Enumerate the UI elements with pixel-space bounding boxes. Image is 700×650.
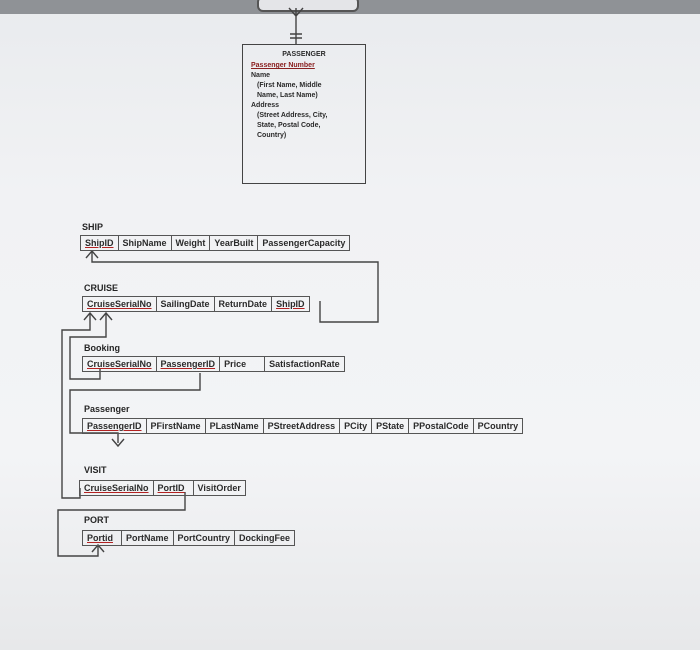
port-col: PortName [122, 531, 174, 545]
booking-col: CruiseSerialNo [83, 357, 157, 371]
table-name-ship: SHIP [82, 222, 104, 232]
visit-col: CruiseSerialNo [80, 481, 154, 495]
entity-attr-address-parts-2: State, Postal Code, [257, 122, 321, 129]
entity-box-above [257, 0, 359, 12]
entity-attr-name-parts-2: Name, Last Name) [257, 92, 318, 99]
ship-col: Weight [172, 236, 211, 250]
entity-attr-name: Name [251, 72, 271, 79]
arrow-booking-passenger [111, 438, 125, 448]
link-visit-cruise [61, 314, 91, 499]
table-visit: CruiseSerialNo PortID VisitOrder [79, 480, 246, 496]
passenger-col: PState [372, 419, 410, 433]
booking-col: SatisfactionRate [269, 359, 340, 369]
passenger-col: PLastName [206, 419, 264, 433]
passenger-col: PFirstName [147, 419, 206, 433]
arrow-cruise-1 [99, 311, 113, 321]
table-name-passenger: Passenger [84, 404, 130, 414]
entity-attr-address: Address [251, 102, 280, 109]
passenger-col: PCountry [477, 421, 519, 431]
table-booking: CruiseSerialNo PassengerID Price Satisfa… [82, 356, 345, 372]
table-cruise: CruiseSerialNo SailingDate ReturnDate Sh… [82, 296, 310, 312]
entity-title: PASSENGER [282, 51, 326, 58]
passenger-col: PCity [340, 419, 373, 433]
link-booking-passenger [69, 373, 201, 443]
table-name-cruise: CRUISE [84, 283, 119, 293]
ship-col: YearBuilt [210, 236, 259, 250]
link-cruise-ship [91, 252, 379, 323]
table-port: Portid PortName PortCountry DockingFee [82, 530, 296, 546]
passenger-col: PPostalCode [409, 419, 474, 433]
visit-col: PortID [154, 481, 194, 495]
ship-col: PassengerCapacity [262, 238, 346, 248]
arrow-ship [85, 249, 99, 259]
table-ship: ShipID ShipName Weight YearBuilt Passeng… [80, 235, 351, 251]
cruise-col: ReturnDate [215, 297, 273, 311]
ship-col: ShipName [119, 236, 172, 250]
passenger-col: PassengerID [83, 419, 147, 433]
crows-foot-connector [288, 7, 304, 44]
passenger-col: PStreetAddress [264, 419, 341, 433]
port-col: Portid [83, 531, 122, 545]
port-col: PortCountry [174, 531, 236, 545]
entity-attr-address-parts-1: (Street Address, City, [257, 112, 328, 119]
cruise-col: CruiseSerialNo [83, 297, 157, 311]
entity-attr-name-parts-1: (First Name, Middle [257, 82, 322, 89]
link-visit-port [57, 492, 186, 557]
passenger-entity-box: PASSENGER Passenger Number Name (First N… [242, 44, 366, 184]
link-booking-cruise [69, 314, 107, 380]
entity-attr-address-parts-3: Country) [257, 132, 287, 139]
table-name-visit: VISIT [84, 465, 107, 475]
booking-col: PassengerID [157, 357, 221, 371]
table-name-port: PORT [84, 515, 110, 525]
table-passenger: PassengerID PFirstName PLastName PStreet… [82, 418, 524, 434]
booking-col: Price [220, 357, 266, 371]
ship-col: ShipID [81, 236, 119, 250]
table-name-booking: Booking [84, 343, 120, 353]
arrow-cruise-2 [83, 311, 97, 321]
cruise-col: SailingDate [157, 297, 215, 311]
port-col: DockingFee [239, 533, 291, 543]
cruise-col: ShipID [276, 299, 305, 309]
entity-key: Passenger Number [251, 62, 315, 69]
visit-col: VisitOrder [197, 483, 241, 493]
